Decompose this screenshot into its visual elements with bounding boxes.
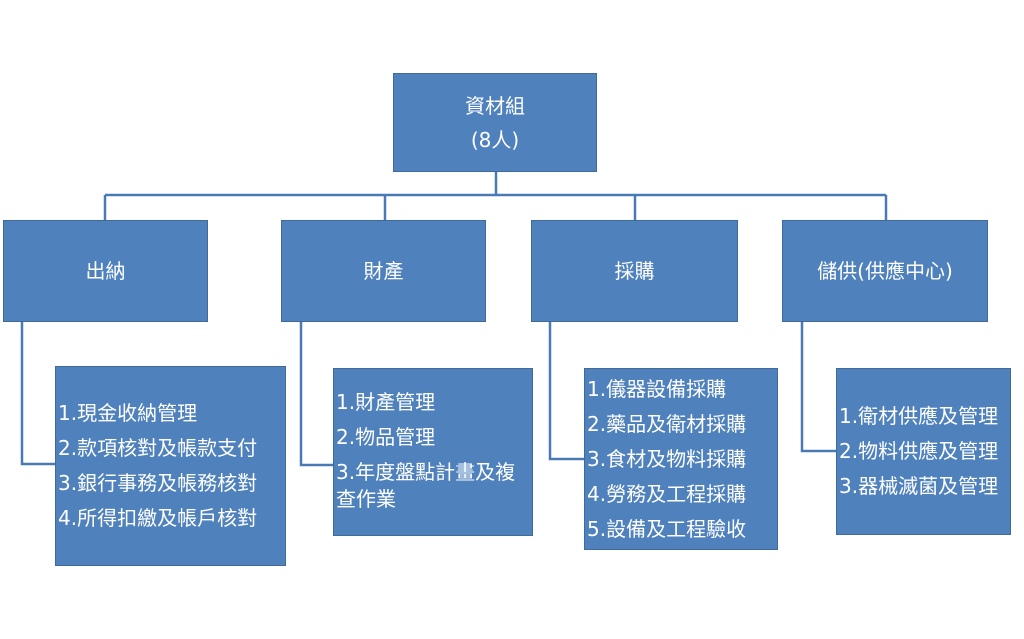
duty-box-property: 1.財產管理 2.物品管理 3.年度盤點計畫及複查作業 xyxy=(333,368,533,536)
duty-item: 2.款項核對及帳款支付 xyxy=(58,436,258,460)
unit-box-property: 財產 xyxy=(281,220,486,322)
duty-item: 2.藥品及衛材採購 xyxy=(587,411,747,436)
unit-name: 出納 xyxy=(85,259,126,283)
duty-box-procurement: 1.儀器設備採購 2.藥品及衛材採購 3.食材及物料採購 4.勞務及工程採購 5… xyxy=(584,368,778,550)
elbow-connector-1 xyxy=(20,322,55,466)
duty-item: 1.財產管理 xyxy=(336,390,436,414)
duty-box-supply: 1.衛材供應及管理 2.物料供應及管理 3.器械滅菌及管理 xyxy=(836,368,1011,535)
duty-item: 2.物料供應及管理 xyxy=(839,439,999,463)
unit-name: 儲供(供應中心) xyxy=(817,259,953,283)
duty-item: 1.儀器設備採購 xyxy=(587,376,727,401)
unit-box-supply: 儲供(供應中心) xyxy=(782,220,988,322)
duty-item: 1.衛材供應及管理 xyxy=(839,404,999,428)
duty-item: 3.食材及物料採購 xyxy=(587,446,747,471)
duty-item: 4.勞務及工程採購 xyxy=(587,481,747,506)
root-box: 資材組 (8人) xyxy=(393,73,597,172)
elbow-connector-4 xyxy=(800,322,836,453)
duty-item: 5.設備及工程驗收 xyxy=(587,516,747,541)
duty-item: 2.物品管理 xyxy=(336,425,436,449)
duty-item: 1.現金收納管理 xyxy=(58,401,198,425)
duty-item: 4.所得扣繳及帳戶核對 xyxy=(58,506,258,530)
unit-name: 採購 xyxy=(614,259,655,283)
unit-box-cashier: 出納 xyxy=(3,220,208,322)
unit-name: 財產 xyxy=(363,259,404,283)
root-count: (8人) xyxy=(470,127,520,152)
elbow-connector-3 xyxy=(548,322,584,461)
duty-box-cashier: 1.現金收納管理 2.款項核對及帳款支付 3.銀行事務及帳務核對 4.所得扣繳及… xyxy=(55,366,286,566)
root-title: 資材組 xyxy=(465,93,525,118)
duty-item: 3.銀行事務及帳務核對 xyxy=(58,471,258,495)
duty-item: 3.器械滅菌及管理 xyxy=(839,474,999,498)
unit-box-procurement: 採購 xyxy=(531,220,738,322)
duty-item: 3.年度盤點計畫及複查作業 xyxy=(336,460,516,511)
elbow-connector-2 xyxy=(299,322,333,467)
